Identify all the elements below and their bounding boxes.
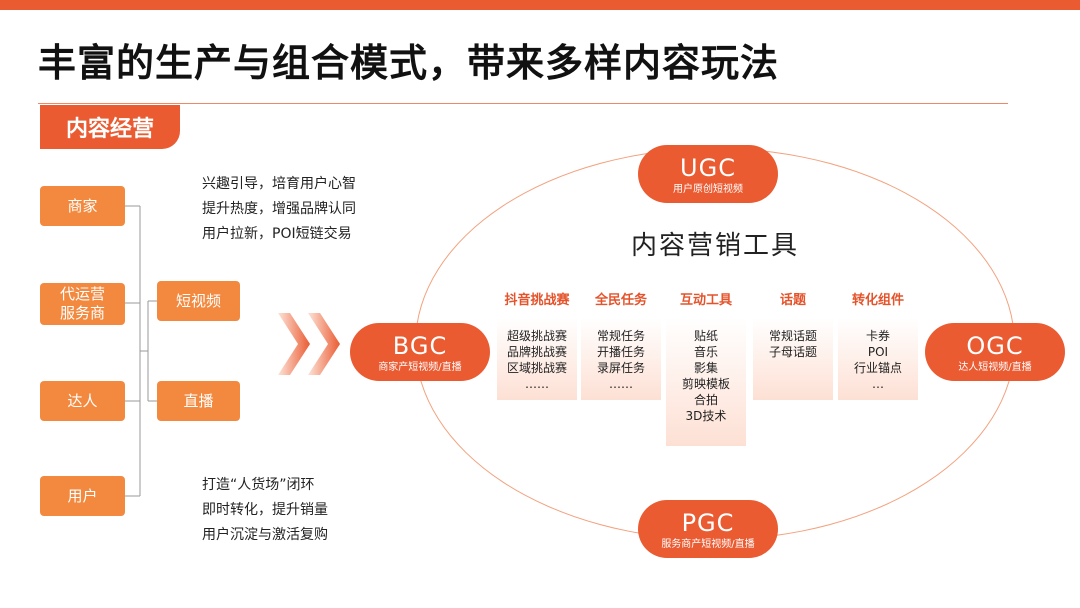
tool-item: 音乐	[693, 345, 718, 359]
tool-item: 超级挑战赛	[506, 329, 567, 343]
ugc-node: UGC 用户原创短视频	[638, 145, 778, 203]
tool-column-conversion: 转化组件 卡券 POI 行业锚点 …	[838, 290, 918, 400]
tool-item: 常规任务	[596, 329, 645, 343]
top-note-line: 用户拉新，POI短链交易	[202, 226, 352, 242]
tool-item: 常规话题	[768, 329, 817, 343]
pgc-subtitle: 服务商产短视频/直播	[661, 539, 755, 550]
short-video-label: 短视频	[175, 291, 221, 310]
tool-column-head: 全民任务	[594, 293, 647, 308]
live-label: 直播	[183, 391, 214, 410]
bottom-note-line: 打造“人货场”闭环	[202, 477, 315, 493]
top-accent-bar	[0, 0, 1080, 10]
ogc-subtitle: 达人短视频/直播	[958, 362, 1032, 373]
page-title: 丰富的生产与组合模式，带来多样内容玩法	[38, 41, 780, 85]
title-divider	[38, 103, 1008, 104]
tools-title: 内容营销工具	[630, 231, 799, 261]
agency-label-line1: 代运营	[59, 285, 105, 303]
tool-item: 开播任务	[596, 345, 645, 359]
live-box: 直播	[157, 381, 240, 421]
tool-item: ……	[609, 377, 633, 391]
pgc-name: PGC	[681, 509, 735, 537]
tool-column-body: 超级挑战赛 品牌挑战赛 区域挑战赛 ……	[497, 318, 577, 400]
agency-label-line2: 服务商	[59, 304, 105, 322]
tool-column-tasks: 全民任务 常规任务 开播任务 录屏任务 ……	[581, 290, 661, 400]
pgc-node: PGC 服务商产短视频/直播	[638, 500, 778, 558]
short-video-box: 短视频	[157, 281, 240, 321]
tool-item: 卡券	[865, 329, 890, 343]
tool-column-head: 话题	[779, 293, 806, 308]
user-box: 用户	[40, 476, 125, 516]
bottom-note-line: 即时转化，提升销量	[202, 502, 328, 518]
tool-item: 剪映模板	[681, 377, 730, 391]
tool-column-body: 常规任务 开播任务 录屏任务 ……	[581, 318, 661, 400]
tool-item: …	[872, 377, 884, 391]
merchant-box: 商家	[40, 186, 125, 226]
bottom-note-line: 用户沉淀与激活复购	[202, 527, 328, 543]
tool-item: POI	[867, 345, 889, 359]
tool-item: ……	[525, 377, 549, 391]
tool-item: 3D技术	[685, 409, 727, 423]
tool-item: 影集	[693, 361, 718, 375]
tool-item: 品牌挑战赛	[506, 345, 567, 359]
tool-column-body: 卡券 POI 行业锚点 …	[838, 318, 918, 400]
top-notes: 兴趣引导，培育用户心智 提升热度，增强品牌认同 用户拉新，POI短链交易	[202, 172, 356, 247]
tool-item: 贴纸	[693, 329, 718, 343]
top-note-line: 兴趣引导，培育用户心智	[202, 176, 356, 192]
ogc-node: OGC 达人短视频/直播	[925, 323, 1065, 381]
tool-item: 子母话题	[768, 345, 817, 359]
tool-column-interactive: 互动工具 贴纸 音乐 影集 剪映模板 合拍 3D技术	[666, 290, 746, 446]
ogc-name: OGC	[966, 332, 1024, 360]
bgc-subtitle: 商家产短视频/直播	[378, 362, 462, 373]
tool-item: 行业锚点	[853, 361, 902, 375]
tool-item: 区域挑战赛	[506, 361, 567, 375]
bgc-node: BGC 商家产短视频/直播	[350, 323, 490, 381]
influencer-box: 达人	[40, 381, 125, 421]
tool-item: 录屏任务	[596, 361, 645, 375]
influencer-label: 达人	[67, 391, 98, 410]
tool-column-body: 贴纸 音乐 影集 剪映模板 合拍 3D技术	[666, 318, 746, 446]
tool-column-head: 转化组件	[851, 293, 904, 308]
tool-item: 合拍	[693, 393, 718, 407]
top-note-line: 提升热度，增强品牌认同	[202, 201, 356, 217]
ugc-subtitle: 用户原创短视频	[673, 184, 743, 195]
section-tag: 内容经营	[40, 105, 180, 149]
tool-column-topics: 话题 常规话题 子母话题	[753, 290, 833, 400]
user-label: 用户	[67, 486, 98, 505]
agency-box: 代运营 服务商	[40, 283, 125, 325]
merchant-label: 商家	[67, 196, 98, 215]
tool-column-head: 抖音挑战赛	[504, 293, 570, 308]
tool-column-challenge: 抖音挑战赛 超级挑战赛 品牌挑战赛 区域挑战赛 ……	[497, 290, 577, 400]
tool-column-body: 常规话题 子母话题	[753, 318, 833, 400]
tool-column-head: 互动工具	[679, 293, 732, 308]
bgc-name: BGC	[392, 332, 448, 360]
ugc-name: UGC	[680, 154, 736, 182]
double-chevron-arrow-icon	[278, 313, 340, 375]
bottom-notes: 打造“人货场”闭环 即时转化，提升销量 用户沉淀与激活复购	[202, 473, 328, 548]
